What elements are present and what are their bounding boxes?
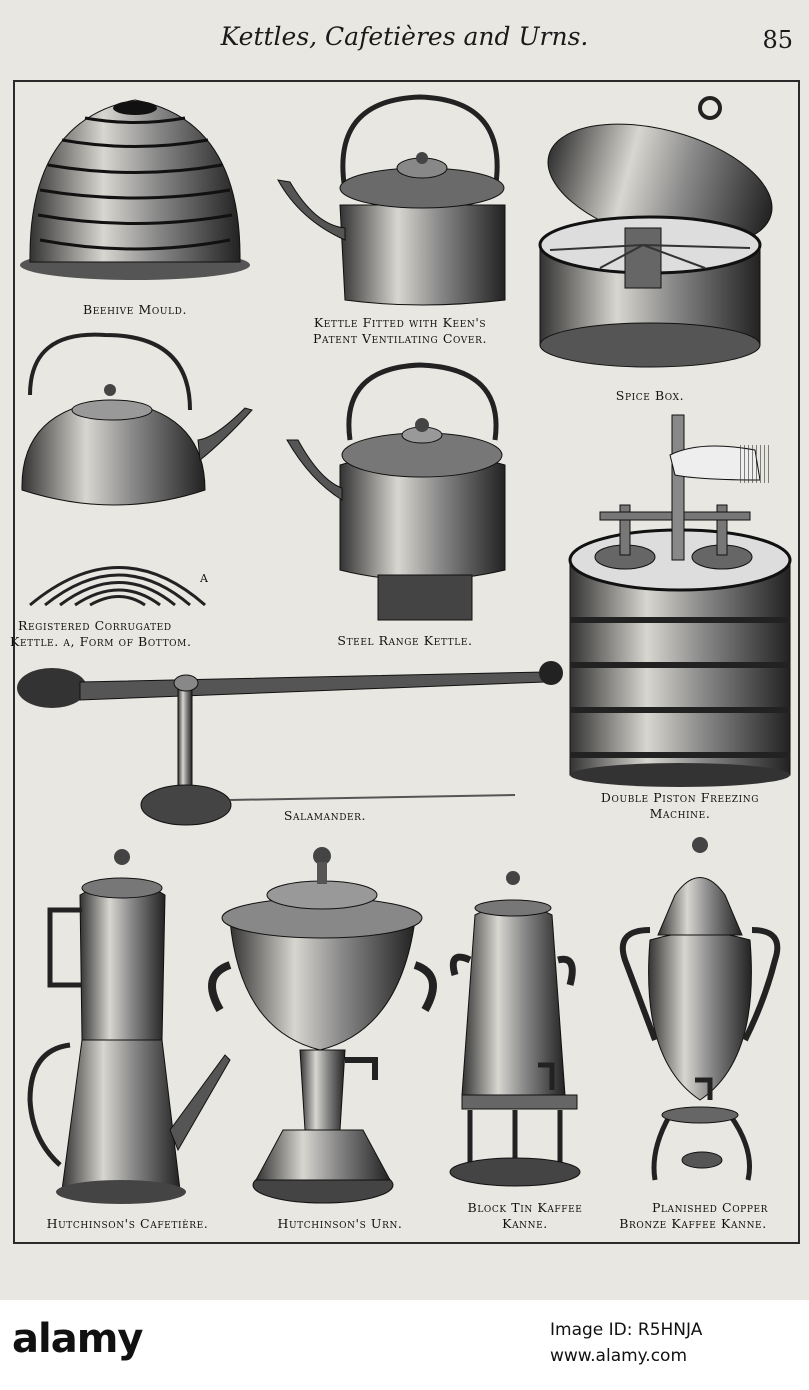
- illustration-frame: [13, 80, 800, 1244]
- engravings: A: [17, 94, 792, 1204]
- caption-steel-range-kettle: Steel Range Kettle.: [337, 633, 473, 648]
- image-id-text: Image ID: R5HNJA: [550, 1320, 703, 1340]
- caption-cafetiere: Hutchinson's Cafetière.: [46, 1216, 209, 1231]
- alamy-url-text: www.alamy.com: [550, 1346, 688, 1366]
- caption-keens-kettle-line2: Patent Ventilating Cover.: [312, 331, 488, 346]
- caption-block-tin-line1: Block Tin Kaffee: [467, 1200, 583, 1215]
- caption-corrugated-line2: Kettle. a, Form of Bottom.: [10, 634, 192, 649]
- planished-copper-kanne-illustration: [619, 837, 781, 1181]
- alamy-logo: alamy: [12, 1316, 143, 1362]
- caption-freezing-line1: Double Piston Freezing: [600, 790, 760, 805]
- caption-salamander: Salamander.: [283, 808, 367, 823]
- keens-kettle-illustration: [277, 94, 506, 306]
- caption-beehive-mould: Beehive Mould.: [82, 302, 188, 317]
- hutchinson-cafetiere-illustration: [27, 849, 231, 1204]
- hutchinson-urn-illustration: [208, 847, 437, 1204]
- caption-spice-box: Spice Box.: [615, 388, 685, 403]
- page-number: 85: [762, 26, 793, 54]
- caption-copper-line1: Planished Copper: [651, 1200, 769, 1215]
- freezing-machine-illustration: [568, 414, 792, 787]
- beehive-mould-illustration: [20, 99, 250, 280]
- caption-copper-line2: Bronze Kaffee Kanne.: [619, 1216, 767, 1231]
- svg-text:A: A: [199, 572, 209, 585]
- block-tin-kaffee-kanne-illustration: [449, 871, 581, 1187]
- spice-box-illustration: [538, 96, 773, 368]
- caption-keens-kettle-line1: Kettle Fitted with Keen's: [313, 315, 487, 330]
- caption-urn: Hutchinson's Urn.: [277, 1216, 403, 1231]
- watermark-bar: [0, 1300, 809, 1390]
- steel-range-kettle-illustration: [286, 362, 506, 621]
- page-title: Kettles, Cafetières and Urns.: [220, 22, 589, 51]
- caption-block-tin-line2: Kanne.: [502, 1216, 548, 1231]
- caption-freezing-line2: Machine.: [649, 806, 711, 821]
- corrugated-kettle-illustration: A: [21, 332, 253, 607]
- caption-corrugated-line1: Registered Corrugated: [18, 618, 172, 633]
- salamander-illustration: [17, 661, 563, 826]
